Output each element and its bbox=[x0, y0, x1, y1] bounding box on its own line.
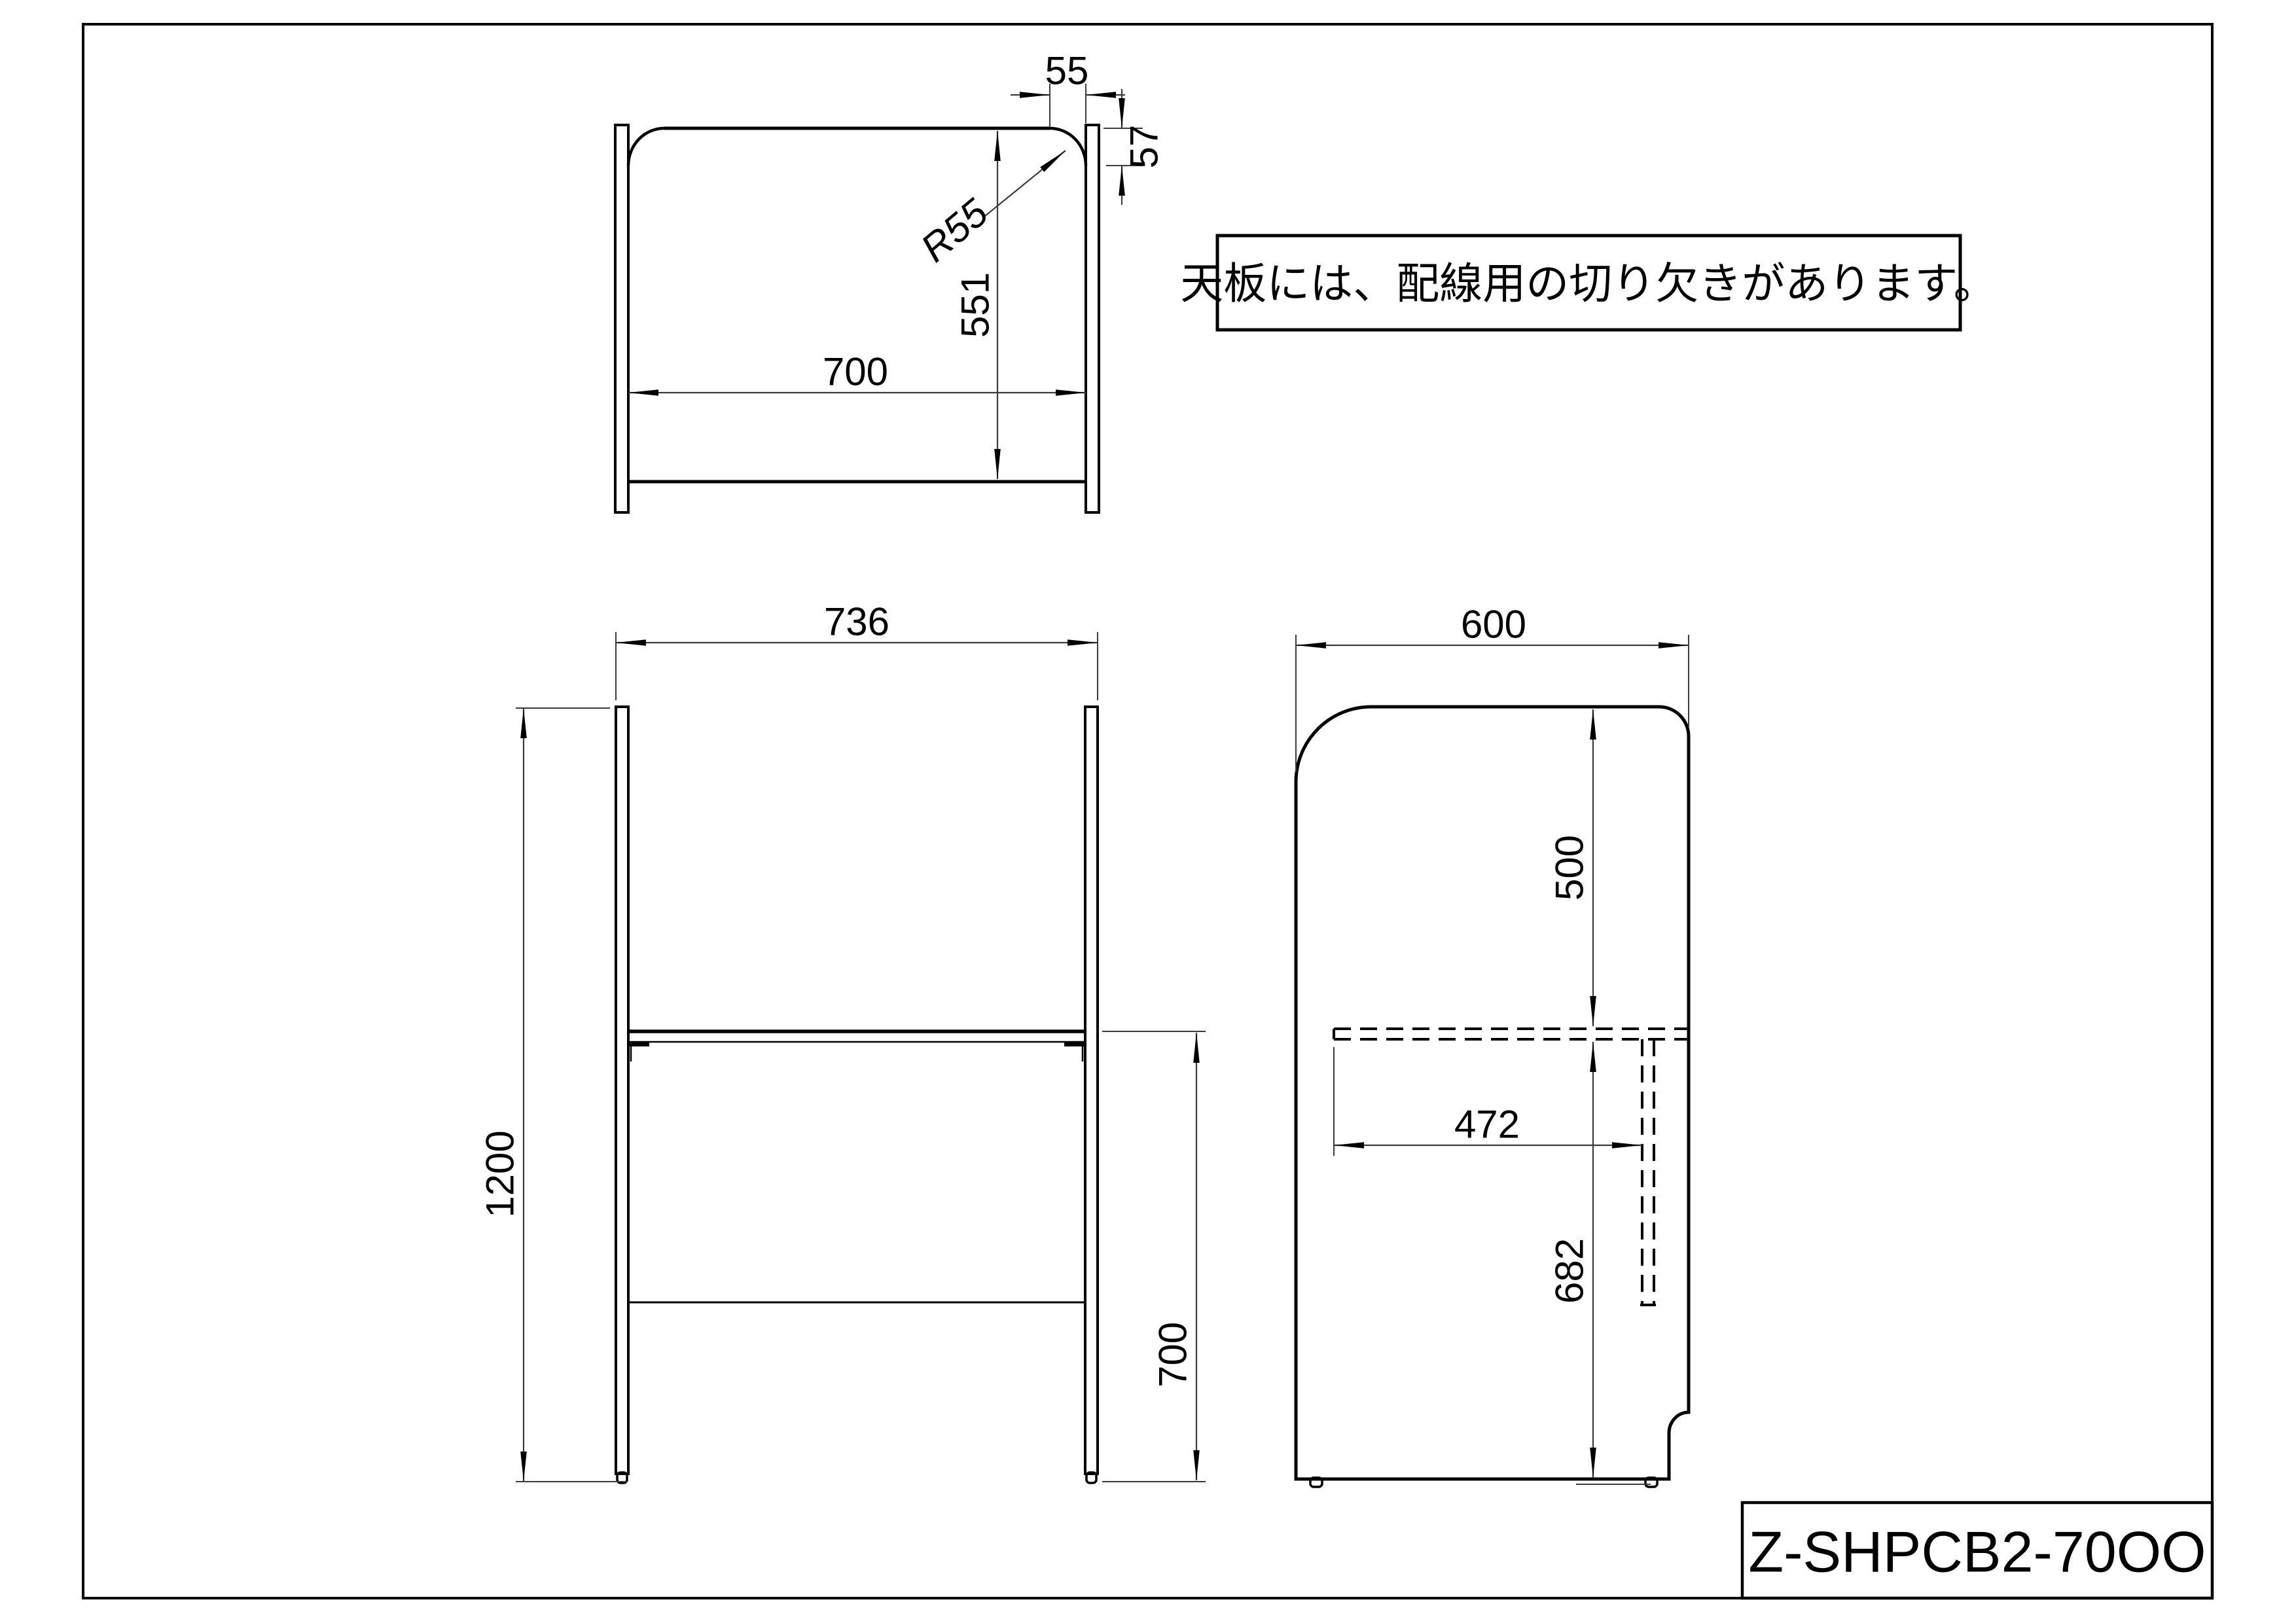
side-panel-outline bbox=[1294, 705, 1691, 1481]
front-view: 736 1200 700 bbox=[478, 600, 1206, 1484]
adjuster-foot-front-right bbox=[1085, 1471, 1098, 1484]
dim-cutout-depth: 57 bbox=[1103, 89, 1166, 205]
title-block: Z-SHPCB2-70OO bbox=[1740, 1501, 2214, 1600]
dim-label-55: 55 bbox=[1045, 49, 1089, 93]
adjuster-foot-front-left bbox=[616, 1471, 628, 1484]
dim-side-below-desk: 682 bbox=[1548, 1042, 1651, 1485]
dim-label-1200: 1200 bbox=[478, 1130, 522, 1217]
dim-label-736: 736 bbox=[824, 600, 889, 644]
dim-label-551: 551 bbox=[954, 272, 997, 338]
wiring-cutout-arc-left bbox=[626, 126, 665, 166]
dim-label-r55: R55 bbox=[912, 190, 996, 270]
wiring-cutout-arc-right bbox=[1049, 126, 1088, 166]
note-box: 天板には、配線用の切り欠きがあります。 bbox=[1180, 234, 1997, 332]
adjuster-foot-side-back bbox=[1644, 1476, 1659, 1488]
dim-label-600: 600 bbox=[1461, 603, 1526, 647]
adjuster-foot-side-front bbox=[1309, 1476, 1323, 1488]
title-block-border bbox=[1740, 1501, 2214, 1600]
dim-side-depth: 600 bbox=[1295, 603, 1689, 772]
hidden-desk-and-panel bbox=[1333, 1027, 1689, 1306]
side-panel-right-plan bbox=[1085, 124, 1100, 514]
dim-front-outer-width: 736 bbox=[615, 600, 1098, 700]
leg-panel-right bbox=[1084, 705, 1099, 1475]
dim-label-500: 500 bbox=[1548, 835, 1592, 901]
dim-label-472: 472 bbox=[1454, 1103, 1520, 1147]
side-view: 600 500 682 472 bbox=[1294, 603, 1691, 1488]
note-text: 天板には、配線用の切り欠きがあります。 bbox=[1180, 259, 1996, 308]
note-box-border bbox=[1215, 234, 1962, 332]
dim-cutout-radius: R55 bbox=[912, 150, 1066, 270]
leg-panel-left bbox=[615, 705, 630, 1475]
dim-front-desk-height: 700 bbox=[1102, 1031, 1206, 1482]
dim-top-inner-width: 700 bbox=[628, 350, 1086, 396]
top-view: 700 551 55 57 R55 bbox=[614, 49, 1166, 514]
dim-label-700-top: 700 bbox=[823, 350, 888, 394]
dim-label-682: 682 bbox=[1548, 1238, 1592, 1304]
dim-cutout-width: 55 bbox=[1011, 49, 1125, 127]
dim-side-above-desk: 500 bbox=[1548, 709, 1596, 1026]
model-code: Z-SHPCB2-70OO bbox=[1748, 1520, 2206, 1584]
dim-side-panel-offset: 472 bbox=[1333, 1047, 1642, 1156]
drawing-frame bbox=[82, 23, 2214, 1599]
dim-label-57: 57 bbox=[1122, 125, 1166, 169]
dim-label-700-front: 700 bbox=[1151, 1322, 1195, 1387]
side-panel-left-plan bbox=[614, 124, 630, 514]
dim-front-total-height: 1200 bbox=[478, 707, 627, 1482]
dim-top-board-depth: 551 bbox=[954, 131, 1001, 479]
